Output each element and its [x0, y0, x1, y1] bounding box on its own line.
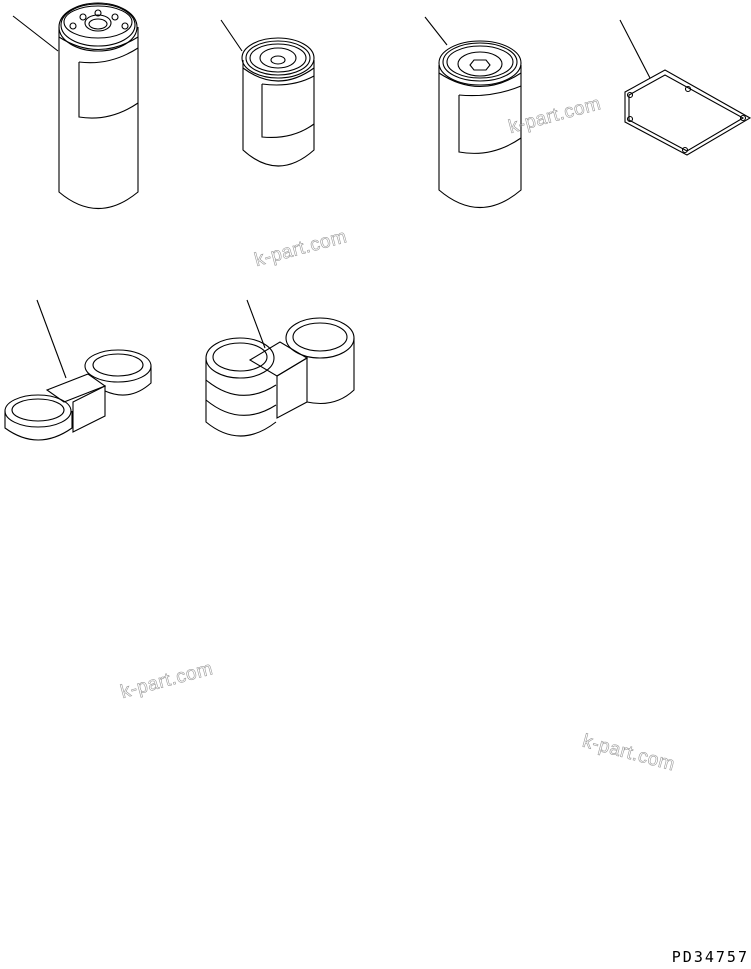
filter-wrench-single[interactable]: [4, 299, 152, 441]
fuel-filter[interactable]: [424, 16, 522, 209]
drawing-code: PD34757: [671, 948, 749, 966]
gasket[interactable]: [619, 19, 751, 156]
oil-filter-large[interactable]: [12, 2, 139, 210]
filter-wrench-double[interactable]: [205, 299, 355, 437]
oil-filter-small[interactable]: [220, 19, 315, 167]
